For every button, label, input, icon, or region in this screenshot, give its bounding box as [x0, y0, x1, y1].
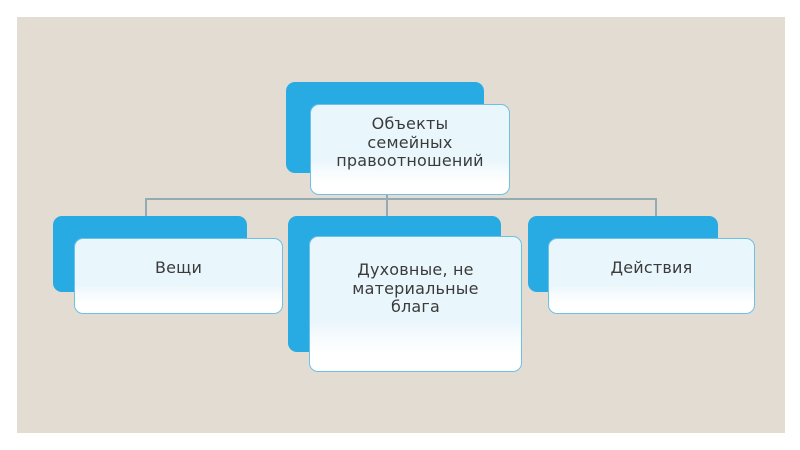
- node-veshchi[interactable]: Вещи: [53, 216, 283, 314]
- node-veshchi-card[interactable]: Вещи: [74, 238, 283, 314]
- diagram-canvas: Объекты семейных правоотношений Вещи Дух…: [17, 17, 785, 433]
- connector-horizontal-bus: [145, 198, 657, 200]
- node-deystviya-label: Действия: [610, 257, 693, 277]
- node-duhovnye-blaga-card[interactable]: Духовные, не материальные блага: [309, 236, 522, 372]
- node-duhovnye-blaga-label: Духовные, не материальные блага: [352, 260, 479, 317]
- node-root-label: Объекты семейных правоотношений: [336, 114, 484, 171]
- node-deystviya-card[interactable]: Действия: [548, 238, 755, 314]
- connector-drop-right: [655, 198, 657, 218]
- connector-drop-left: [145, 198, 147, 218]
- node-duhovnye-blaga[interactable]: Духовные, не материальные блага: [288, 216, 522, 372]
- node-root[interactable]: Объекты семейных правоотношений: [286, 82, 510, 195]
- node-veshchi-label: Вещи: [154, 257, 203, 277]
- connector-drop-middle: [386, 198, 388, 218]
- node-deystviya[interactable]: Действия: [528, 216, 755, 314]
- node-root-card[interactable]: Объекты семейных правоотношений: [310, 104, 510, 195]
